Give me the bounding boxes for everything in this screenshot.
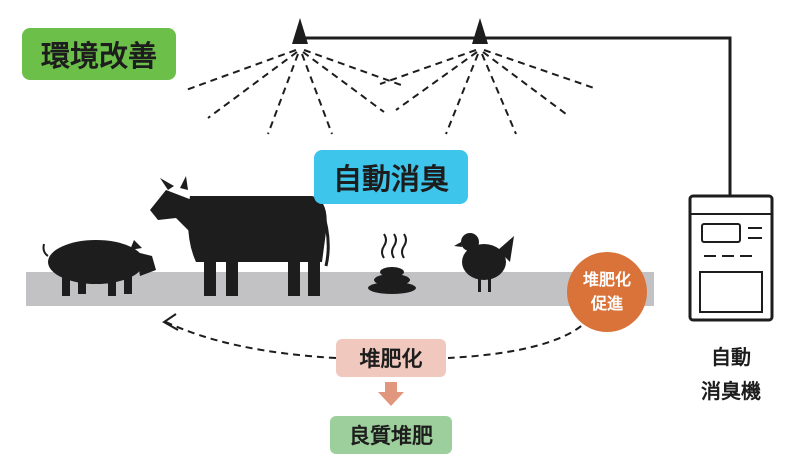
spray-mist-icon bbox=[185, 49, 595, 135]
cycle-arrow-icon bbox=[165, 317, 591, 359]
sprinkler-icon bbox=[472, 18, 488, 44]
down-arrow-icon bbox=[378, 382, 404, 406]
manure-icon bbox=[368, 233, 416, 294]
quality-compost-label: 良質堆肥 bbox=[330, 416, 452, 454]
compost-promotion-line2: 促進 bbox=[590, 294, 623, 313]
environment-improvement-label: 環境改善 bbox=[22, 28, 176, 80]
cow-icon bbox=[150, 176, 330, 296]
auto-deodorizer-machine-label: 自動 消臭機 bbox=[688, 340, 774, 408]
supply-pipe bbox=[300, 36, 732, 196]
compost-promotion-line1: 堆肥化 bbox=[582, 270, 631, 289]
chicken-icon bbox=[454, 233, 514, 292]
compost-label: 堆肥化 bbox=[336, 339, 446, 377]
machine-label-line2: 消臭機 bbox=[701, 379, 761, 403]
pig-icon bbox=[42, 240, 156, 296]
machine-label-line1: 自動 bbox=[711, 345, 751, 369]
cycle-arrow-head bbox=[162, 313, 179, 331]
sprinkler-icon bbox=[292, 18, 308, 44]
deodorizer-machine-icon bbox=[688, 194, 774, 322]
auto-deodorize-label: 自動消臭 bbox=[314, 150, 468, 204]
compost-promotion-badge: 堆肥化 促進 bbox=[567, 252, 647, 332]
